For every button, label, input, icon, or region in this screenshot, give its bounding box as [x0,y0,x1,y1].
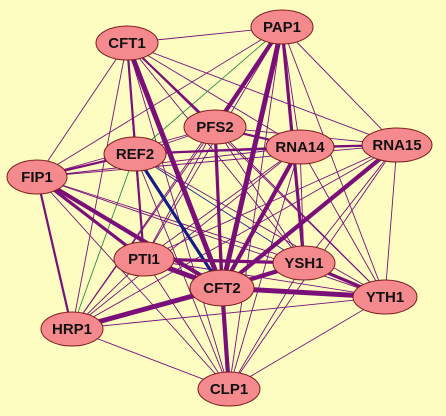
node-rna15[interactable]: RNA15 [361,127,433,163]
edge-ysh1-clp1 [228,262,305,390]
edge-cft1-cft2 [124,40,225,291]
node-yth1[interactable]: YTH1 [352,279,418,315]
node-shape-clp1 [197,371,261,407]
edge-pfs2-pti1 [143,126,216,260]
edge-cft1-rna14 [126,42,301,148]
node-ref2[interactable]: REF2 [103,136,167,172]
edge-pfs2-hrp1 [71,126,216,330]
node-shape-ysh1 [272,245,336,281]
edge-rna14-hrp1 [71,146,301,330]
node-fip1[interactable]: FIP1 [6,159,68,195]
node-label-fip1: FIP1 [21,169,53,186]
node-shape-pti1 [113,241,175,277]
edge-cft1-clp1 [126,42,230,390]
edge-fip1-hrp1 [35,175,74,331]
edge-cft1-hrp1 [71,42,128,330]
node-label-rna15: RNA15 [372,137,421,154]
node-label-ysh1: YSH1 [284,255,323,272]
edge-rna14-fip1 [36,146,301,178]
node-clp1[interactable]: CLP1 [197,371,261,407]
node-shape-yth1 [352,279,418,315]
node-pfs2[interactable]: PFS2 [183,109,247,145]
node-label-rna14: RNA14 [275,139,325,156]
node-shape-ref2 [103,136,167,172]
edge-pap1-clp1 [228,26,283,390]
node-pti1[interactable]: PTI1 [113,241,175,277]
node-cft2[interactable]: CFT2 [189,269,255,307]
edge-hrp1-clp1 [71,328,230,390]
node-label-hrp1: HRP1 [52,321,92,338]
node-label-pfs2: PFS2 [196,119,234,136]
node-cft1[interactable]: CFT1 [95,25,159,61]
node-label-cft1: CFT1 [108,35,146,52]
node-label-ref2: REF2 [116,146,154,163]
edge-fip1-ysh1 [36,176,305,264]
node-hrp1[interactable]: HRP1 [40,311,104,347]
edge-rna14-cft2 [219,144,303,291]
edge-pap1-pfs2 [212,24,285,130]
edge-pap1-rna15 [281,26,398,146]
node-shape-cft2 [189,269,255,307]
node-label-cft2: CFT2 [203,280,241,297]
node-shape-fip1 [6,159,68,195]
edge-pap1-cft2 [219,24,285,291]
edge-fip1-clp1 [36,176,230,390]
node-shape-pfs2 [183,109,247,145]
edge-hrp1-yth1 [71,296,386,330]
edge-ref2-hrp1 [71,153,136,330]
edge-pti1-clp1 [143,258,230,390]
edge-rna14-clp1 [228,146,301,390]
node-label-clp1: CLP1 [210,381,248,398]
edge-rna15-cft2 [219,142,400,291]
node-shape-rna14 [265,129,335,165]
edge-fip1-cft2 [34,174,225,291]
edge-pap1-fip1 [36,26,283,178]
edge-pap1-yth1 [281,26,386,298]
node-shape-hrp1 [40,311,104,347]
node-label-yth1: YTH1 [366,289,404,306]
node-label-pap1: PAP1 [263,19,301,36]
edge-rna15-yth1 [384,144,398,298]
node-pap1[interactable]: PAP1 [250,9,314,45]
edge-cft1-rna15 [126,42,398,146]
edge-ref2-cft2 [133,152,224,290]
edge-rna15-ysh1 [303,144,398,264]
edge-rna14-yth1 [299,146,386,298]
node-shape-cft1 [95,25,159,61]
node-shape-rna15 [361,127,433,163]
node-ysh1[interactable]: YSH1 [272,245,336,281]
edge-yth1-clp1 [228,296,386,390]
edge-cft1-fip1 [36,42,128,178]
edge-fip1-yth1 [36,176,386,298]
node-shape-pap1 [250,9,314,45]
node-rna14[interactable]: RNA14 [265,129,335,165]
node-label-pti1: PTI1 [128,251,160,268]
